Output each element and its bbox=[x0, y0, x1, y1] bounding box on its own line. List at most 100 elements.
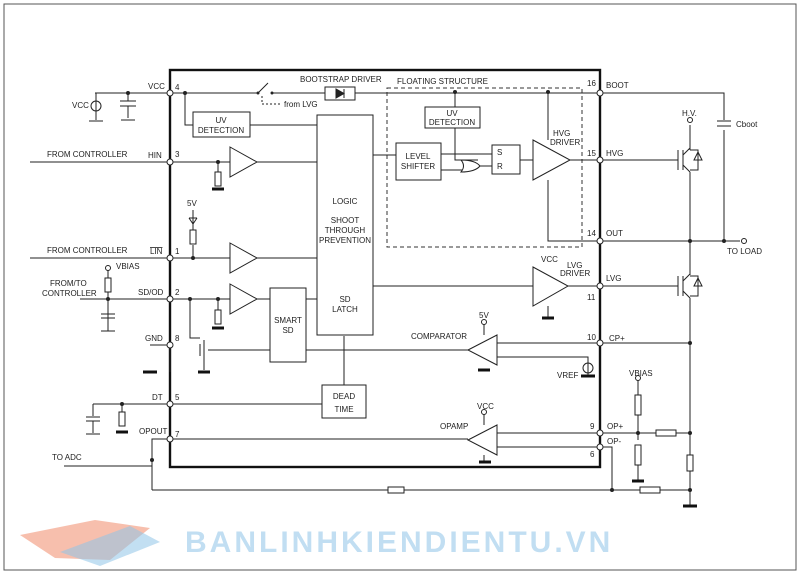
pins_left-lin-name-label: LIN bbox=[150, 247, 163, 256]
hvg-driver: HVG DRIVER bbox=[532, 129, 580, 181]
to-load-label: TO LOAD bbox=[727, 247, 762, 256]
uv-detection-block: UV DETECTION bbox=[192, 111, 251, 138]
pins_left-vcc-name-label: VCC bbox=[148, 82, 165, 91]
pins_left-gnd-num-label: 8 bbox=[175, 334, 180, 343]
external-cboot-label: Cboot bbox=[736, 120, 758, 129]
blocks-sd_latch-0-label: SD bbox=[339, 295, 350, 304]
blocks-uv1-1-label: DETECTION bbox=[198, 126, 244, 135]
watermark-text: BANLINHKIENDIENTU.VN bbox=[185, 526, 613, 559]
blocks-hvg_driver-0-label: HVG bbox=[553, 129, 570, 138]
bootstrap-driver: BOOTSTRAP DRIVER from LVG bbox=[256, 75, 382, 109]
external-vbias2-label: VBIAS bbox=[629, 369, 653, 378]
pins bbox=[166, 89, 747, 451]
from-to-controller-label: FROM/TO CONTROLLER bbox=[42, 279, 97, 298]
pins_right-opm-name-label: OP- bbox=[607, 437, 622, 446]
dead-time-block: DEAD TIME bbox=[321, 384, 367, 419]
resistors bbox=[86, 171, 697, 508]
junctions bbox=[106, 90, 726, 492]
external-five_v_2-label: 5V bbox=[479, 311, 489, 320]
to-adc: TO ADC bbox=[52, 453, 153, 467]
blocks-bootstrap-label: BOOTSTRAP DRIVER bbox=[300, 75, 382, 84]
vbias-opamp: VBIAS bbox=[629, 369, 653, 381]
pins_right-opp-name-label: OP+ bbox=[607, 422, 624, 431]
sr-latch: S R bbox=[491, 144, 521, 175]
pins_right-lvg-name-label: LVG bbox=[606, 274, 621, 283]
blocks-logic-1-label: SHOOT bbox=[331, 216, 360, 225]
vcc-source: VCC bbox=[72, 93, 136, 122]
pins_right-boot-name-label: BOOT bbox=[606, 81, 629, 90]
external-vcc_opamp-label: VCC bbox=[477, 402, 494, 411]
wires bbox=[30, 82, 740, 505]
blocks-hvg_driver-1-label: DRIVER bbox=[550, 138, 580, 147]
pins_right-hvg-name-label: HVG bbox=[606, 149, 623, 158]
blocks-logic-2-label: THROUGH bbox=[325, 226, 366, 235]
comparator: COMPARATOR 5V bbox=[411, 311, 498, 366]
blocks-smart_sd-1-label: SD bbox=[282, 326, 293, 335]
blocks-comparator-label: COMPARATOR bbox=[411, 332, 467, 341]
pins_left-gnd-name-label: GND bbox=[145, 334, 163, 343]
level-shifter: LEVEL SHIFTER bbox=[395, 142, 442, 181]
blocks-lvg_driver-0-label: LVG bbox=[567, 261, 582, 270]
pins_left-sd-name-label: SD/OD bbox=[138, 288, 164, 297]
blocks-sr-1-label: R bbox=[497, 162, 503, 171]
smart-sd-block: SMART SD bbox=[269, 287, 307, 363]
blocks-sd_latch-1-label: LATCH bbox=[332, 305, 358, 314]
blocks-lvg_driver-1-label: DRIVER bbox=[560, 269, 590, 278]
pins_right-cp-num-label: 10 bbox=[587, 333, 596, 342]
pins_left-opout-num-label: 7 bbox=[175, 430, 180, 439]
blocks-uv2-1-label: DETECTION bbox=[429, 118, 475, 127]
blocks-sr-0-label: S bbox=[497, 148, 502, 157]
external-to_adc-label: TO ADC bbox=[52, 453, 82, 462]
pins_right-out-num-label: 14 bbox=[587, 229, 596, 238]
floating-uv-detection: UV DETECTION bbox=[424, 106, 481, 129]
five-v-clamp: 5V bbox=[187, 199, 197, 245]
external-vbias1-label: VBIAS bbox=[116, 262, 140, 271]
opamp: OPAMP VCC bbox=[440, 402, 498, 456]
pins_left-opout-name-label: OPOUT bbox=[139, 427, 168, 436]
pins_left-lin-num-label: 1 bbox=[175, 247, 180, 256]
sd-bias-network: VBIAS bbox=[101, 262, 140, 332]
or-gate bbox=[459, 159, 481, 173]
pin-labels-left: VCC 4 HIN 3 LIN 1 SD/OD 2 GND 8 DT 5 OPOUT 7 bbox=[138, 82, 180, 439]
pins_right-opp-num-label: 9 bbox=[590, 422, 595, 431]
blocks-uv1-0-label: UV bbox=[215, 116, 227, 125]
logic-block: LOGIC SHOOT THROUGH PREVENTION SD LATCH bbox=[316, 114, 374, 336]
pins_right-boot-num-label: 16 bbox=[587, 79, 596, 88]
pins_left-vcc-num-label: 4 bbox=[175, 83, 180, 92]
pins_right-lvg-num-label: 11 bbox=[587, 293, 596, 302]
blocks-level_shifter-1-label: SHIFTER bbox=[401, 162, 435, 171]
blocks-level_shifter-0-label: LEVEL bbox=[406, 152, 431, 161]
pins_left-dt-num-label: 5 bbox=[175, 393, 180, 402]
ic-body bbox=[168, 68, 602, 469]
pins_left-sd-num-label: 2 bbox=[175, 288, 180, 297]
watermark-logo bbox=[20, 520, 160, 566]
pins_right-opm-num-label: 6 bbox=[590, 450, 595, 459]
pins_left-hin-name-label: HIN bbox=[148, 151, 162, 160]
lvg-driver: LVG DRIVER VCC bbox=[532, 255, 590, 307]
frame bbox=[3, 3, 797, 571]
blocks-logic-3-label: PREVENTION bbox=[319, 236, 371, 245]
schmitt-buffers bbox=[229, 146, 259, 315]
pins_right-hvg-num-label: 15 bbox=[587, 149, 596, 158]
external-hv-label: H.V. bbox=[682, 109, 697, 118]
external-vcc_src-label: VCC bbox=[72, 101, 89, 110]
pins_right-out-name-label: OUT bbox=[606, 229, 623, 238]
floating-structure-label: FLOATING STRUCTURE bbox=[397, 77, 488, 86]
blocks-dead_time-0-label: DEAD bbox=[333, 392, 355, 401]
external-vref-label: VREF bbox=[557, 371, 578, 380]
pins_left-dt-name-label: DT bbox=[152, 393, 163, 402]
from-controller-lin-label: FROM CONTROLLER bbox=[47, 246, 128, 255]
external-vcc_lvg-label: VCC bbox=[541, 255, 558, 264]
pins_left-hin-num-label: 3 bbox=[175, 150, 180, 159]
external-five_v_1-label: 5V bbox=[187, 199, 197, 208]
blocks-dead_time-1-label: TIME bbox=[334, 405, 353, 414]
blocks-logic-0-label: LOGIC bbox=[333, 197, 358, 206]
from-controller-hin-label: FROM CONTROLLER bbox=[47, 150, 128, 159]
vref-source: VREF bbox=[557, 362, 594, 380]
blocks-smart_sd-0-label: SMART bbox=[274, 316, 302, 325]
cboot-capacitor: Cboot bbox=[717, 120, 758, 129]
blocks-opamp-label: OPAMP bbox=[440, 422, 468, 431]
igbt-low-side bbox=[677, 273, 703, 299]
